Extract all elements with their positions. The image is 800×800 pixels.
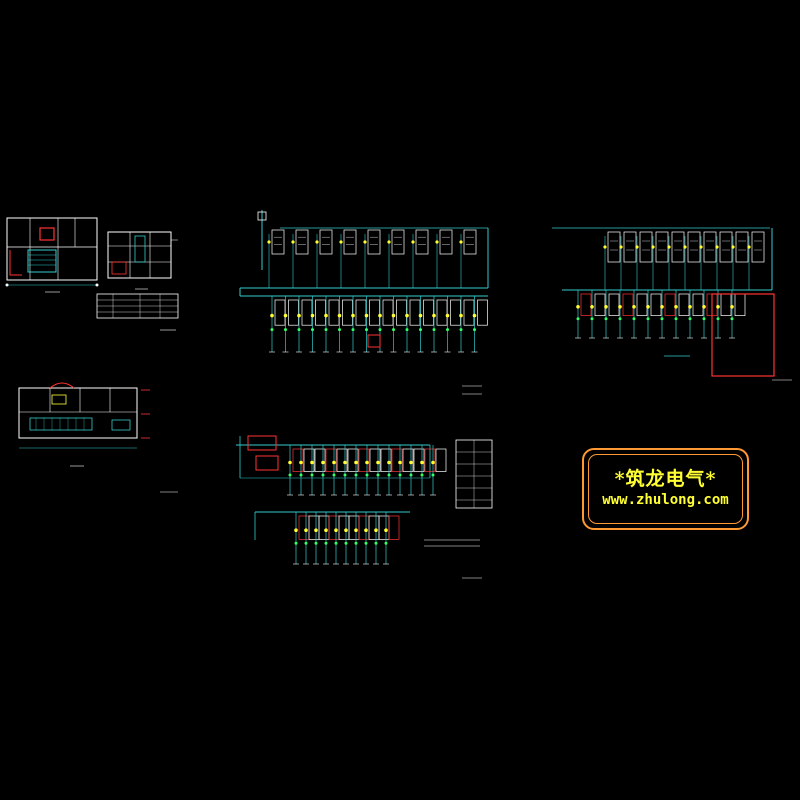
panel-column xyxy=(291,229,309,288)
feeder-circuit xyxy=(390,296,407,353)
floor-plan-upper-left xyxy=(5,217,99,293)
feeder-circuit xyxy=(287,445,304,496)
feeder-circuit xyxy=(383,512,400,565)
single-line-diagram-1 xyxy=(239,210,489,395)
feeder-circuit xyxy=(404,296,421,353)
feeder-circuit xyxy=(431,296,448,353)
panel-column xyxy=(435,229,453,288)
panel-column xyxy=(339,229,357,288)
feeder-circuit xyxy=(282,296,299,353)
feeder-circuit xyxy=(458,296,475,353)
panel-column xyxy=(683,231,701,290)
feeder-circuit xyxy=(397,445,414,496)
feeder-circuit xyxy=(471,296,488,353)
single-line-diagram-3 xyxy=(236,435,493,579)
feeder-circuit xyxy=(320,445,337,496)
feeder-circuit xyxy=(303,512,320,565)
feeder-circuit xyxy=(373,512,390,565)
feeder-circuit xyxy=(323,512,340,565)
feeder-circuit xyxy=(589,290,606,339)
panel-column xyxy=(715,231,733,290)
section-upper xyxy=(107,231,178,290)
equipment-table xyxy=(96,293,179,331)
feeder-circuit xyxy=(363,296,380,353)
panel-column xyxy=(411,229,429,288)
panel-column xyxy=(459,229,477,288)
feeder-circuit xyxy=(673,290,690,339)
feeder-circuit xyxy=(419,445,436,496)
feeder-circuit xyxy=(687,290,704,339)
feeder-circuit xyxy=(331,445,348,496)
panel-column xyxy=(363,229,381,288)
watermark-inner-frame xyxy=(588,454,743,524)
panel-column xyxy=(387,229,405,288)
feeder-circuit xyxy=(659,290,676,339)
panel-column xyxy=(747,231,765,290)
feeder-circuit xyxy=(715,290,732,339)
feeder-circuit xyxy=(575,290,592,339)
feeder-circuit xyxy=(603,290,620,339)
floor-plan-lower xyxy=(18,382,178,493)
panel-column xyxy=(635,231,653,290)
feeder-circuit xyxy=(350,296,367,353)
watermark-url: www.zhulong.com xyxy=(602,492,729,508)
feeder-circuit xyxy=(342,445,359,496)
feeder-circuit xyxy=(336,296,353,353)
single-line-diagram-2 xyxy=(552,227,792,381)
feeder-circuit xyxy=(645,290,662,339)
feeder-circuit xyxy=(430,445,447,496)
feeder-circuit xyxy=(323,296,340,353)
panel-column xyxy=(667,231,685,290)
feeder-circuit xyxy=(729,290,746,339)
panel-column xyxy=(267,229,285,288)
panel-column xyxy=(731,231,749,290)
feeder-circuit xyxy=(353,512,370,565)
feeder-circuit xyxy=(417,296,434,353)
feeder-circuit xyxy=(363,512,380,565)
panel-column xyxy=(651,231,669,290)
feeder-circuit xyxy=(364,445,381,496)
panel-column xyxy=(699,231,717,290)
feeder-circuit xyxy=(269,296,286,353)
feeder-circuit xyxy=(701,290,718,339)
feeder-circuit xyxy=(631,290,648,339)
watermark-frame: *筑龙电气* www.zhulong.com xyxy=(582,448,749,530)
feeder-circuit xyxy=(444,296,461,353)
watermark-title: *筑龙电气* xyxy=(614,468,717,490)
feeder-circuit xyxy=(375,445,392,496)
feeder-circuit xyxy=(386,445,403,496)
panel-column xyxy=(603,231,621,290)
feeder-circuit xyxy=(313,512,330,565)
feeder-circuit xyxy=(309,445,326,496)
panel-column xyxy=(315,229,333,288)
feeder-circuit xyxy=(343,512,360,565)
feeder-circuit xyxy=(296,296,313,353)
feeder-circuit xyxy=(293,512,310,565)
feeder-circuit xyxy=(617,290,634,339)
panel-column xyxy=(619,231,637,290)
feeder-circuit xyxy=(298,445,315,496)
feeder-circuit xyxy=(353,445,370,496)
feeder-circuit xyxy=(333,512,350,565)
feeder-circuit xyxy=(408,445,425,496)
feeder-circuit xyxy=(309,296,326,353)
